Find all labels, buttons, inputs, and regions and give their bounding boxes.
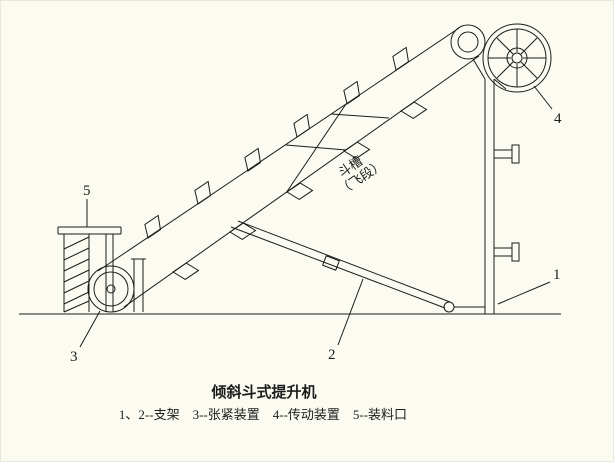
callout-5-number: 5: [83, 183, 91, 199]
idler-wheel: [450, 24, 486, 60]
callout-3-number: 3: [70, 349, 78, 365]
bolt-bracket-upper: [494, 144, 520, 164]
drive-wheel: [482, 23, 552, 93]
callout-3: 3: [70, 310, 101, 365]
support-column: [472, 58, 520, 314]
loading-stand: [57, 226, 122, 313]
callout-2-number: 2: [328, 347, 336, 363]
callout-5: 5: [83, 183, 91, 227]
diagonal-brace: [230, 220, 485, 313]
buckets-bottom-row: [172, 98, 428, 284]
callout-3-leader: [79, 310, 101, 348]
callout-1: 1: [497, 267, 561, 305]
callout-2-leader: [337, 278, 364, 346]
belt-casing: [97, 27, 480, 308]
figure-legend: 1、2--支架 3--张紧装置 4--传动装置 5--装料口: [119, 407, 407, 422]
figure-title: 倾斜斗式提升机: [210, 383, 316, 401]
belt-label: 斗槽 （飞段）: [335, 153, 387, 198]
callout-4-number: 4: [554, 111, 562, 127]
callout-2: 2: [328, 278, 364, 363]
callout-4-leader: [533, 85, 553, 110]
lattice-bracing: [285, 103, 390, 194]
callout-4: 4: [533, 85, 562, 127]
callout-1-number: 1: [553, 267, 561, 283]
bolt-bracket-lower: [494, 242, 520, 262]
wheel-spokes: [488, 29, 546, 87]
hatching: [63, 236, 90, 313]
buckets-top-row: [140, 46, 414, 239]
callout-1-leader: [497, 281, 551, 305]
tension-wheel: [87, 258, 146, 313]
